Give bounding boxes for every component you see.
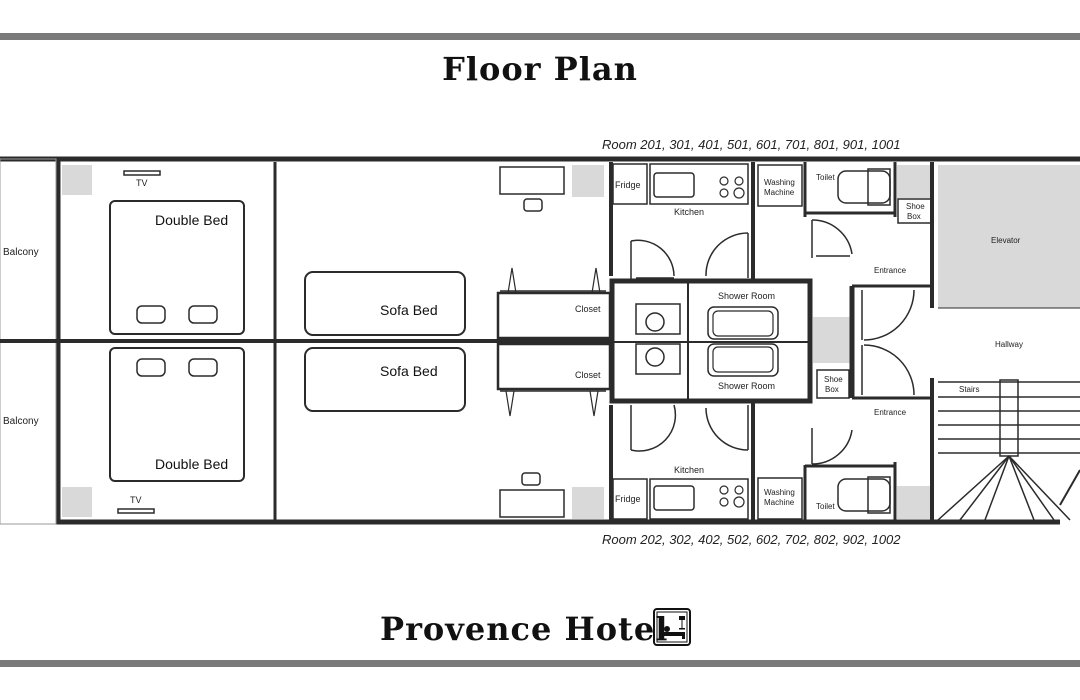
lower-rooms-caption: Room 202, 302, 402, 502, 602, 702, 802, … [602,532,901,547]
shower-room-label-upper: Shower Room [718,291,775,301]
shoe-box-label-lower-1: Shoe [824,375,843,384]
tv-label-upper: TV [136,178,148,188]
sofa-bed-label-lower: Sofa Bed [380,363,438,379]
tv-label-lower: TV [130,495,142,505]
upper-furniture [109,163,932,341]
balcony-label-upper: Balcony [3,247,39,258]
double-bed-lower [109,347,245,482]
stairs-label: Stairs [959,385,979,394]
fridge-label-lower: Fridge [615,494,641,504]
sofa-bed-lower [304,347,466,412]
toilet-label-lower: Toilet [816,502,835,511]
tv-lower [117,508,155,514]
hallway-label: Hallway [995,340,1023,349]
page-title: Floor Plan [442,50,638,88]
walls [0,156,1080,525]
balcony-label-lower: Balcony [3,416,39,427]
shoe-box-label-lower-2: Box [825,385,839,394]
elevator-shaft [938,165,1080,308]
hotel-name: Provence Hotel [380,610,669,648]
toilet-label-upper: Toilet [816,173,835,182]
labels: TV TV Balcony Balcony Double Bed Double … [3,173,1023,511]
top-rule [0,33,1080,40]
shoe-box-label-upper-2: Box [907,212,921,221]
washing-label-upper-2: Machine [764,188,795,197]
closet-label-lower: Closet [575,370,601,380]
shower-room-label-lower: Shower Room [718,381,775,391]
sofa-bed-upper [304,271,466,336]
washing-label-lower-1: Washing [764,488,795,497]
fridge-upper [612,163,648,205]
double-bed-upper [109,200,245,335]
closet-upper [496,291,612,340]
kitchen-upper [649,163,749,205]
closet-lower [496,342,612,391]
closet-label-upper: Closet [575,304,601,314]
entrance-label-upper: Entrance [874,266,907,275]
double-bed-label-lower: Double Bed [155,456,228,472]
upper-rooms-caption: Room 201, 301, 401, 501, 601, 701, 801, … [602,137,901,152]
washing-label-upper-1: Washing [764,178,795,187]
shaded-areas [62,165,1080,519]
lower-furniture [109,342,915,520]
washing-label-lower-2: Machine [764,498,795,507]
hotel-bed-icon [653,608,691,646]
kitchen-label-upper: Kitchen [674,207,704,217]
shoe-box-label-upper-1: Shoe [906,202,925,211]
kitchen-lower [649,478,749,520]
fridge-lower [612,478,648,520]
bottom-rule [0,660,1080,667]
tv-upper [123,170,161,176]
fridge-label-upper: Fridge [615,180,641,190]
stairs [937,379,1080,521]
double-bed-label-upper: Double Bed [155,212,228,228]
entrance-label-lower: Entrance [874,408,907,417]
elevator-label: Elevator [991,236,1021,245]
kitchen-label-lower: Kitchen [674,465,704,475]
sofa-bed-label-upper: Sofa Bed [380,302,438,318]
